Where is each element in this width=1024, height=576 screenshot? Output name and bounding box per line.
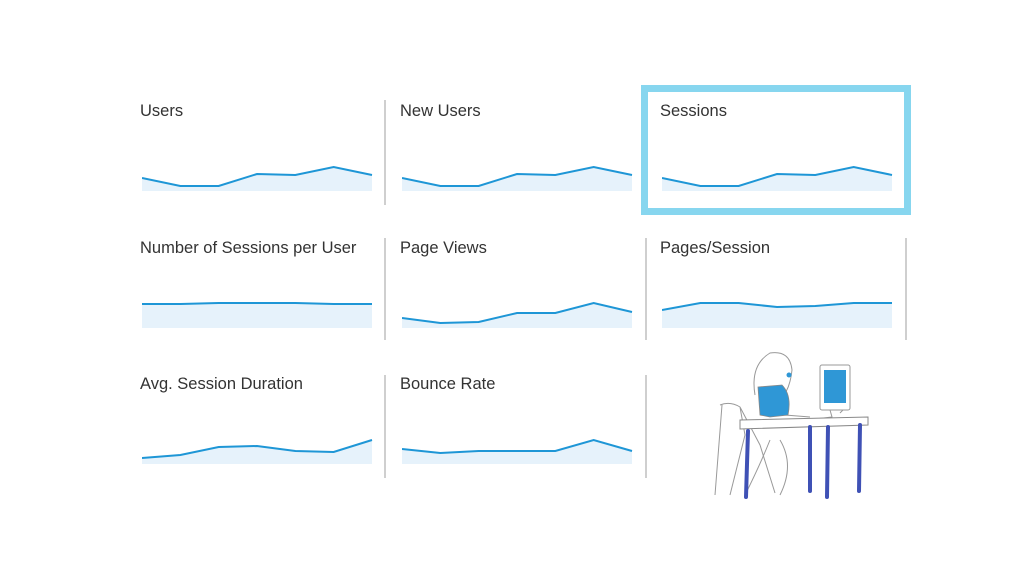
metric-card-sessions-per-user[interactable]: Number of Sessions per User — [140, 239, 376, 349]
divider — [905, 238, 907, 340]
metric-title: Bounce Rate — [400, 375, 496, 393]
sparkline-area — [662, 303, 892, 328]
sparkline-line — [142, 439, 373, 459]
sparkline-chart — [142, 439, 373, 464]
sparkline-chart — [402, 438, 633, 464]
metric-card-page-views[interactable]: Page Views — [400, 239, 636, 349]
metric-title: Avg. Session Duration — [140, 375, 303, 393]
divider — [645, 375, 647, 478]
metric-title: Sessions — [660, 102, 727, 120]
sparkline-chart — [402, 301, 633, 328]
sparkline-area — [662, 167, 892, 191]
divider — [384, 100, 386, 205]
metric-card-sessions[interactable]: Sessions — [660, 102, 896, 212]
metric-title: Page Views — [400, 239, 487, 257]
sparkline-line — [402, 301, 633, 325]
metric-card-pages-per-session[interactable]: Pages/Session — [660, 239, 896, 349]
monitor-screen — [824, 370, 846, 403]
metric-title: Number of Sessions per User — [140, 239, 357, 257]
metric-title: New Users — [400, 102, 481, 120]
sparkline-area — [142, 440, 372, 464]
sparkline-line — [402, 438, 633, 455]
metric-card-new-users[interactable]: New Users — [400, 102, 636, 212]
divider — [645, 238, 647, 340]
sparkline-line — [142, 165, 373, 187]
sparkline-chart — [402, 165, 633, 191]
divider — [384, 238, 386, 340]
sparkline-area — [142, 167, 372, 191]
sparkline-chart — [662, 302, 892, 328]
sessions-highlight-box — [641, 85, 911, 215]
person-at-computer-illustration — [714, 352, 869, 499]
sparkline-line — [402, 165, 633, 187]
sparkline-chart — [662, 165, 893, 191]
metric-card-bounce-rate[interactable]: Bounce Rate — [400, 375, 636, 485]
desk — [739, 416, 869, 430]
sparkline-area — [402, 167, 632, 191]
shirt — [757, 384, 790, 418]
sparkline-line — [662, 302, 892, 311]
metric-title: Pages/Session — [660, 239, 771, 257]
sparkline-area — [142, 303, 372, 328]
metric-card-avg-session-duration[interactable]: Avg. Session Duration — [140, 375, 376, 485]
divider — [384, 375, 386, 478]
sparkline-line — [662, 165, 893, 187]
metric-title: Users — [140, 102, 184, 120]
sparkline-chart — [142, 302, 372, 328]
sparkline-area — [402, 303, 632, 328]
sparkline-line — [142, 302, 372, 305]
sparkline-chart — [142, 165, 373, 191]
metric-card-users[interactable]: Users — [140, 102, 376, 212]
